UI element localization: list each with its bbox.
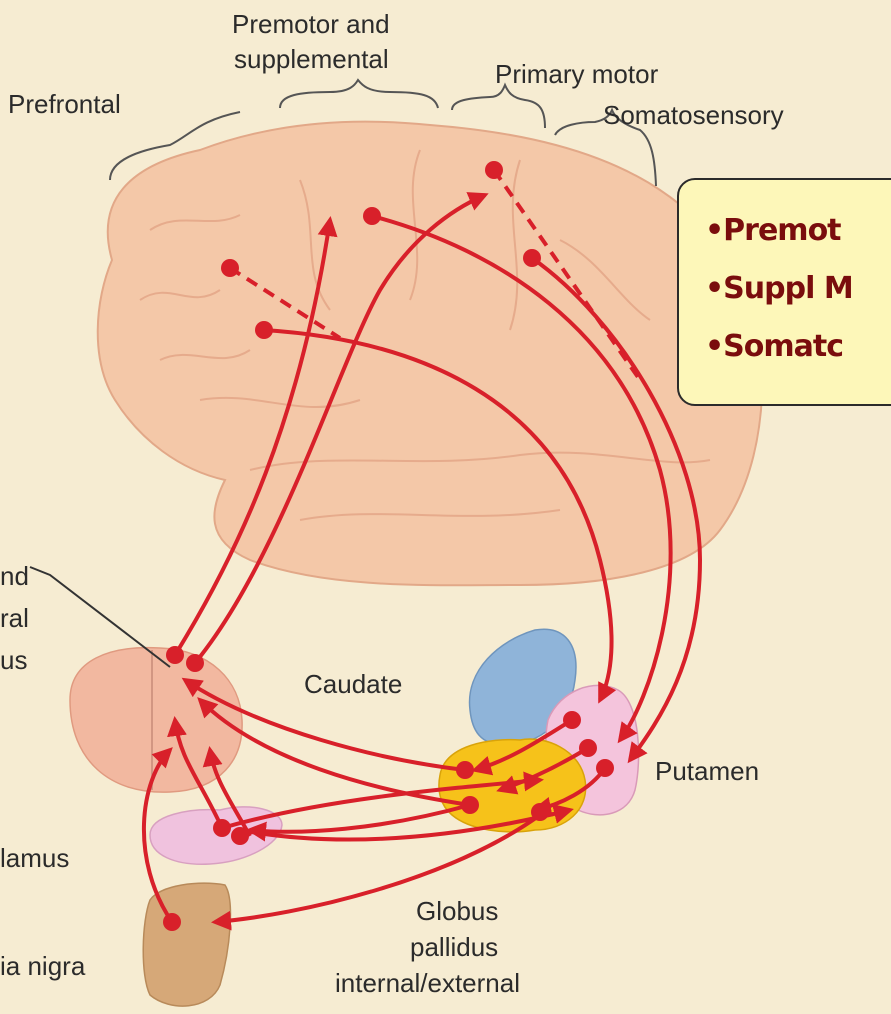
callout-item-premotor: •Premot bbox=[705, 202, 891, 260]
label-subthalamus: lamus bbox=[0, 843, 69, 873]
label-substantia-nigra: ia nigra bbox=[0, 951, 86, 981]
callout-box: •Premot •Suppl M •Somatc bbox=[677, 178, 891, 406]
thalamus-leader-line bbox=[30, 567, 170, 667]
label-globus-line3: internal/external bbox=[335, 968, 520, 998]
label-thalamus-line2: ral bbox=[0, 603, 29, 633]
label-premotor-line1: Premotor and bbox=[232, 9, 390, 39]
label-primary-motor: Primary motor bbox=[495, 59, 659, 89]
label-caudate: Caudate bbox=[304, 669, 402, 699]
label-somatosensory: Somatosensory bbox=[603, 100, 784, 130]
label-prefrontal: Prefrontal bbox=[8, 89, 121, 119]
label-globus-line2: pallidus bbox=[410, 932, 498, 962]
label-premotor-line2: supplemental bbox=[234, 44, 389, 74]
label-thalamus-line1: nd bbox=[0, 561, 29, 591]
substantia-nigra-shape bbox=[143, 883, 230, 1006]
label-globus-line1: Globus bbox=[416, 896, 498, 926]
label-thalamus-line3: us bbox=[0, 645, 27, 675]
callout-item-somatosensory: •Somatc bbox=[705, 318, 891, 376]
label-putamen: Putamen bbox=[655, 756, 759, 786]
callout-item-supplementary-motor: •Suppl M bbox=[705, 260, 891, 318]
